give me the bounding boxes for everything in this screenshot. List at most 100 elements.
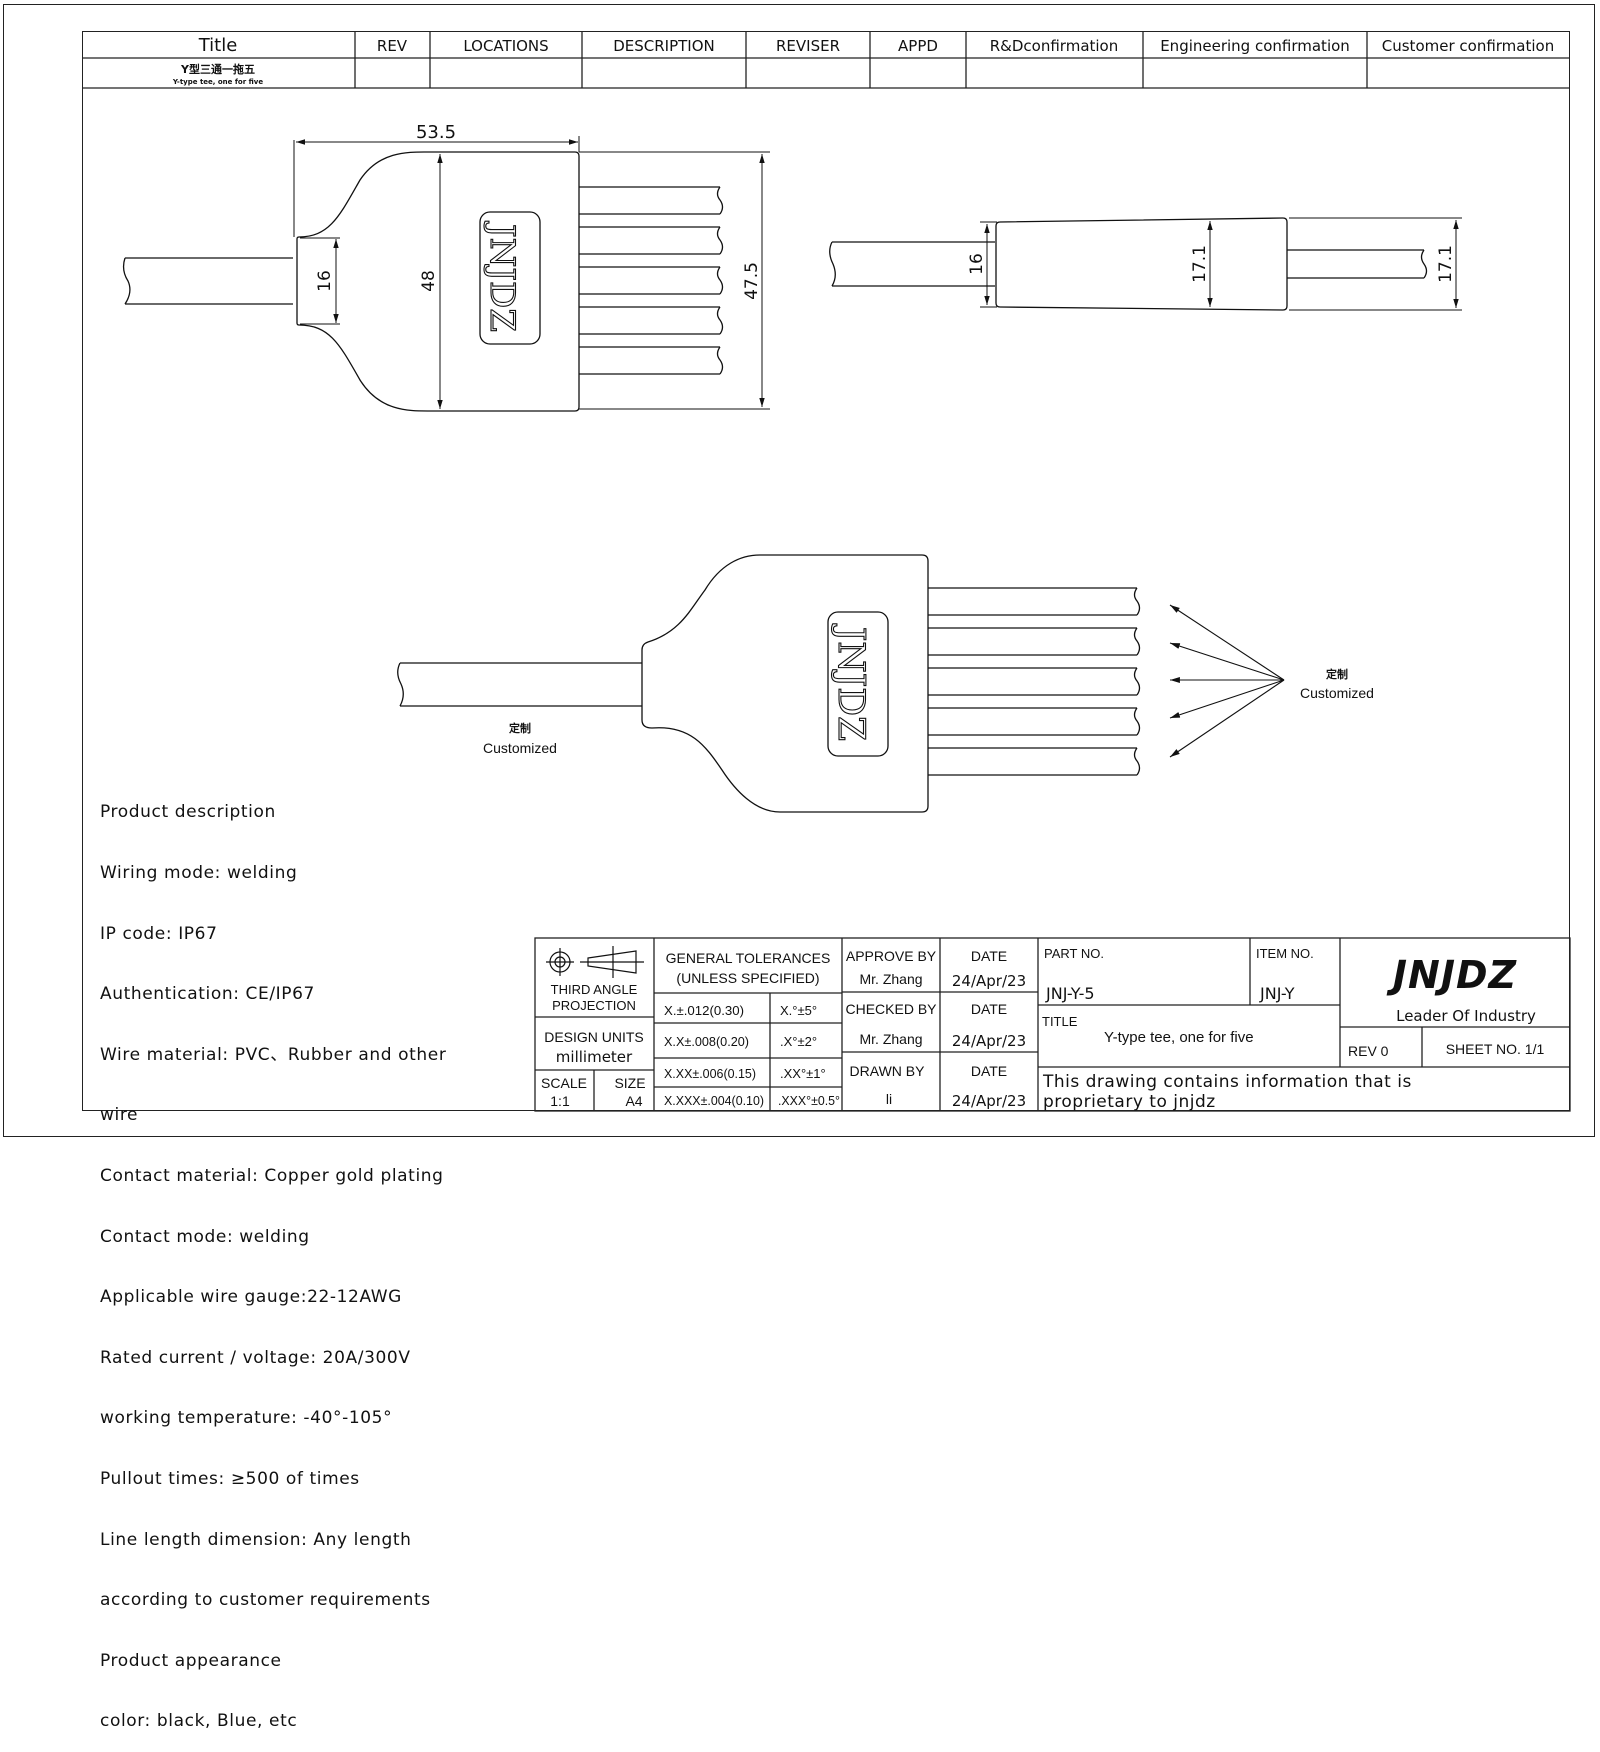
description-line: IP code: IP67 — [100, 923, 218, 944]
tolerance-linear-0: X.±.012(0.30) — [664, 1003, 744, 1018]
header-customer-confirmation: Customer confirmation — [1382, 37, 1554, 55]
size-value: A4 — [625, 1093, 642, 1109]
top-view-dimensions: 53.5 16 48 47.5 — [315, 122, 762, 300]
description-line: Authentication: CE/IP67 — [100, 984, 315, 1005]
tolerances-title-1: GENERAL TOLERANCES — [666, 950, 831, 966]
side-view — [829, 217, 1462, 311]
inlet-boot — [296, 151, 580, 412]
description-line: Rated current / voltage: 20A/300V — [100, 1347, 411, 1368]
description-line: Contact material: Copper gold plating — [100, 1165, 444, 1186]
title-cn: Y型三通一拖五 — [180, 62, 255, 76]
title-value: Y-type tee, one for five — [1104, 1029, 1254, 1046]
proprietary-line-2: proprietary to jnjdz — [1043, 1092, 1216, 1112]
label-right-cn: 定制 — [1326, 667, 1348, 681]
header-reviser: REVISER — [776, 37, 840, 55]
logo-text-large: JNJDZ — [830, 623, 871, 741]
title-block-text: THIRD ANGLE PROJECTION DESIGN UNITS mill… — [541, 946, 1544, 1112]
large-inlet-cable — [397, 662, 642, 707]
drawn-date-value: 24/Apr/23 — [952, 1092, 1026, 1110]
header-rev: REV — [377, 37, 408, 55]
checked-date-label: DATE — [971, 1001, 1007, 1017]
header-title: Title — [198, 35, 238, 56]
large-boot — [641, 554, 929, 813]
description-line: color: black, Blue, etc — [100, 1711, 298, 1732]
large-view — [397, 554, 1285, 813]
product-description: Product description Wiring mode: welding… — [100, 762, 520, 1752]
approve-date-label: DATE — [971, 948, 1007, 964]
title-en: Y-type tee, one for five — [172, 78, 263, 86]
item-no-label: ITEM NO. — [1256, 946, 1314, 961]
outlet-wires — [579, 186, 724, 375]
tolerance-linear-2: X.XX±.006(0.15) — [664, 1066, 756, 1081]
large-view-labels: JNJDZ 定制 Customized 定制 Customized — [483, 622, 1374, 756]
tolerance-angular-1: .X°±2° — [780, 1034, 817, 1049]
third-angle-projection-icon — [546, 946, 644, 978]
top-view — [122, 136, 770, 412]
tolerances-title-2: (UNLESS SPECIFIED) — [676, 970, 819, 986]
side-body — [995, 217, 1288, 311]
header-rd-confirmation: R&Dconfirmation — [990, 37, 1119, 55]
title-block-grid — [534, 937, 1571, 1112]
header-locations: LOCATIONS — [463, 37, 548, 55]
logo-text-top: JNJDZ — [482, 221, 522, 332]
sheet-value: SHEET NO. 1/1 — [1446, 1041, 1545, 1057]
dim-outlet-span: 47.5 — [742, 262, 762, 300]
description-line: Product appearance — [100, 1650, 282, 1671]
tolerance-angular-0: X.°±5° — [780, 1003, 817, 1018]
drawn-date-label: DATE — [971, 1063, 1007, 1079]
part-no-label: PART NO. — [1044, 946, 1104, 961]
inlet-cable — [122, 257, 293, 305]
header-description: DESCRIPTION — [613, 37, 715, 55]
dim-side-body: 17.1 — [1190, 245, 1210, 283]
checked-by-value: Mr. Zhang — [859, 1031, 922, 1047]
scale-label: SCALE — [541, 1075, 587, 1091]
approve-by-label: APPROVE BY — [846, 948, 937, 964]
sheet-outer-border — [3, 4, 1595, 1137]
approve-date-value: 24/Apr/23 — [952, 972, 1026, 990]
large-outlet-wires — [928, 587, 1141, 776]
item-no-value: JNJ-Y — [1259, 984, 1295, 1003]
tolerance-angular-3: .XXX°±0.5° — [778, 1093, 840, 1108]
design-units-label: DESIGN UNITS — [544, 1029, 644, 1045]
approve-by-value: Mr. Zhang — [859, 971, 922, 987]
proprietary-line-1: This drawing contains information that i… — [1042, 1072, 1412, 1092]
description-line: Pullout times: ≥500 of times — [100, 1468, 360, 1489]
drawing-canvas: Title REV LOCATIONS DESCRIPTION REVISER … — [82, 31, 1571, 1112]
revision-table — [82, 31, 1570, 89]
tolerance-linear-1: X.X±.008(0.20) — [664, 1034, 749, 1049]
label-left-en: Customized — [483, 740, 557, 756]
logo-plate — [479, 211, 541, 345]
scale-value: 1:1 — [550, 1093, 570, 1109]
checked-by-label: CHECKED BY — [845, 1001, 937, 1017]
revision-table-headers: Title REV LOCATIONS DESCRIPTION REVISER … — [172, 35, 1554, 86]
size-label: SIZE — [614, 1075, 645, 1091]
description-line: Wiring mode: welding — [100, 863, 298, 883]
projection-label-2: PROJECTION — [552, 998, 636, 1013]
header-engineering-confirmation: Engineering confirmation — [1160, 37, 1350, 55]
description-line: according to customer requirements — [100, 1590, 431, 1611]
description-line: wire — [100, 1105, 139, 1126]
dim-side-inlet: 16 — [967, 253, 987, 275]
title-label: TITLE — [1042, 1014, 1078, 1029]
design-units-value: millimeter — [556, 1048, 633, 1066]
side-inlet-cable — [829, 241, 995, 287]
tolerance-linear-3: X.XXX±.004(0.10) — [664, 1093, 764, 1108]
projection-label-1: THIRD ANGLE — [551, 982, 638, 997]
large-logo-plate — [827, 611, 889, 757]
description-line: Line length dimension: Any length — [100, 1529, 412, 1550]
part-no-value: JNJ-Y-5 — [1045, 984, 1095, 1003]
drawn-by-label: DRAWN BY — [850, 1063, 926, 1079]
dim-body-height: 48 — [419, 270, 439, 292]
description-line: working temperature: -40°-105° — [100, 1408, 393, 1429]
customize-arrows — [1169, 604, 1285, 758]
dim-inlet-height: 16 — [315, 270, 335, 292]
rev-value: REV 0 — [1348, 1043, 1389, 1059]
checked-date-value: 24/Apr/23 — [952, 1032, 1026, 1050]
dim-side-outlet: 17.1 — [1436, 245, 1456, 283]
label-left-cn: 定制 — [509, 721, 531, 735]
company-logo: JNJDZ — [1386, 953, 1518, 997]
side-outlet — [1287, 249, 1428, 279]
header-appd: APPD — [898, 37, 938, 55]
tolerance-angular-2: .XX°±1° — [780, 1066, 826, 1081]
dim-overall-length: 53.5 — [416, 122, 456, 143]
